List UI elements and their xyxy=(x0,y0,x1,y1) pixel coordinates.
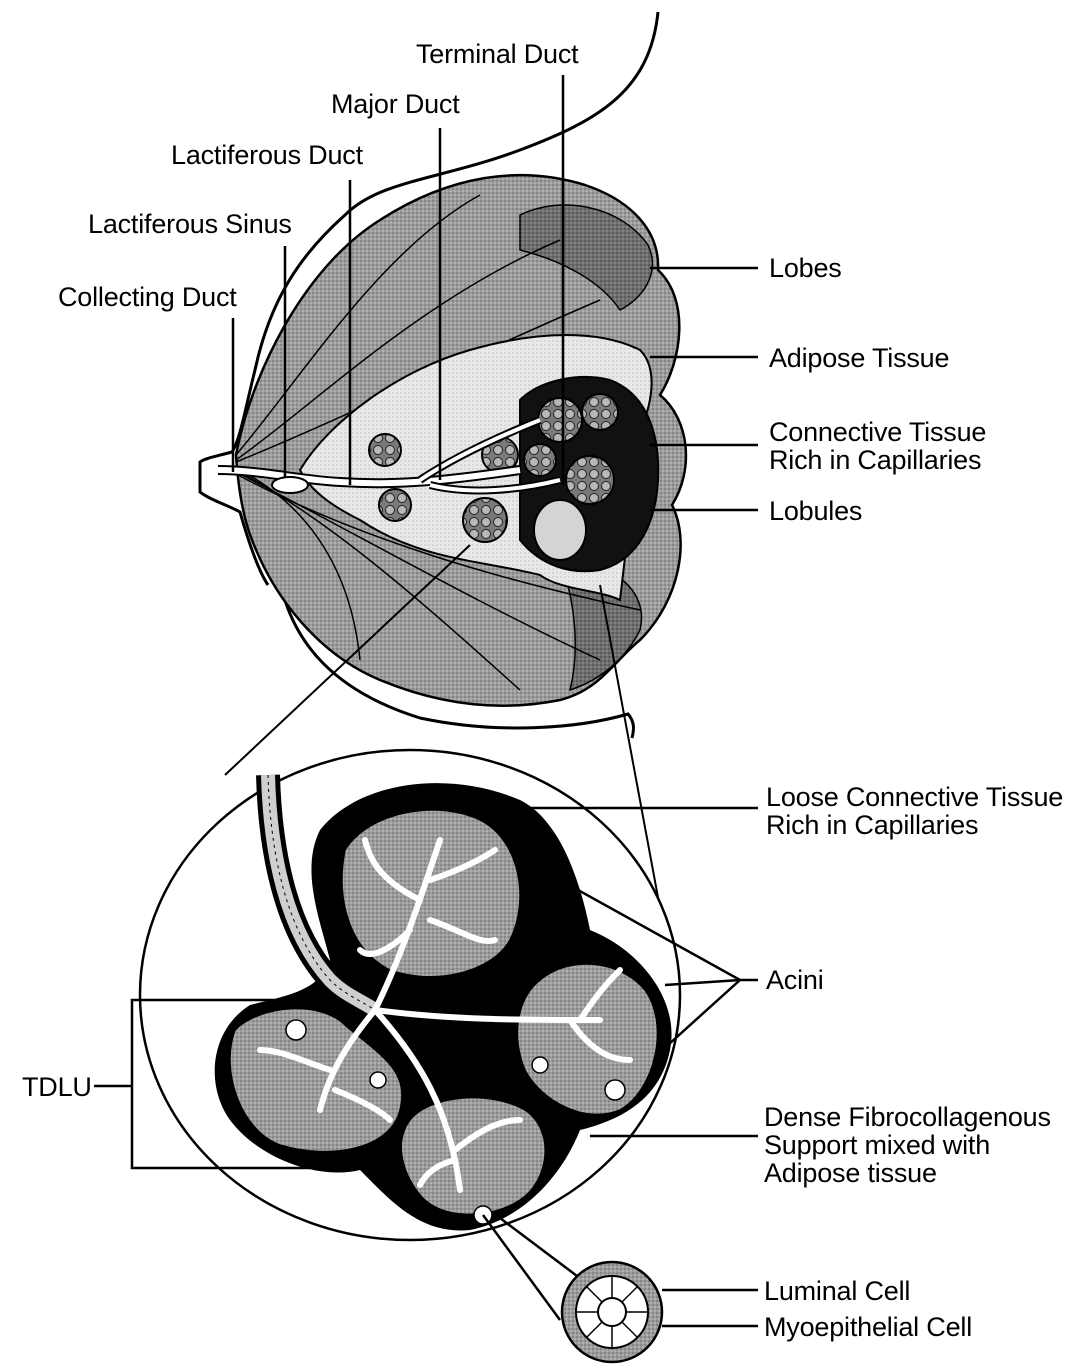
label-lobes: Lobes xyxy=(769,254,842,282)
label-connective-tissue-1: Connective Tissue xyxy=(769,418,986,446)
label-myoepithelial-cell: Myoepithelial Cell xyxy=(764,1313,972,1341)
acinus-lobule-4 xyxy=(401,1098,545,1215)
label-lobules: Lobules xyxy=(769,497,862,525)
label-adipose-tissue: Adipose Tissue xyxy=(769,344,949,372)
label-major-duct: Major Duct xyxy=(331,90,460,118)
label-lactiferous-sinus: Lactiferous Sinus xyxy=(88,210,292,238)
label-collecting-duct: Collecting Duct xyxy=(58,283,237,311)
label-connective-tissue-2: Rich in Capillaries xyxy=(769,446,981,474)
label-dense-fibro-1: Dense Fibrocollagenous xyxy=(764,1103,1051,1131)
label-luminal-cell: Luminal Cell xyxy=(764,1277,910,1305)
label-loose-connective-1: Loose Connective Tissue xyxy=(766,783,1063,811)
label-dense-fibro-2: Support mixed with xyxy=(764,1131,990,1159)
label-loose-connective-2: Rich in Capillaries xyxy=(766,811,978,839)
label-tdlu: TDLU xyxy=(22,1073,92,1101)
tdlu-zoom xyxy=(140,750,680,1240)
label-acini: Acini xyxy=(766,966,824,994)
label-lactiferous-duct: Lactiferous Duct xyxy=(171,141,363,169)
duct-cross-section xyxy=(562,1262,758,1362)
label-terminal-duct: Terminal Duct xyxy=(416,40,578,68)
label-dense-fibro-3: Adipose tissue xyxy=(764,1159,937,1187)
lumen xyxy=(598,1298,626,1326)
